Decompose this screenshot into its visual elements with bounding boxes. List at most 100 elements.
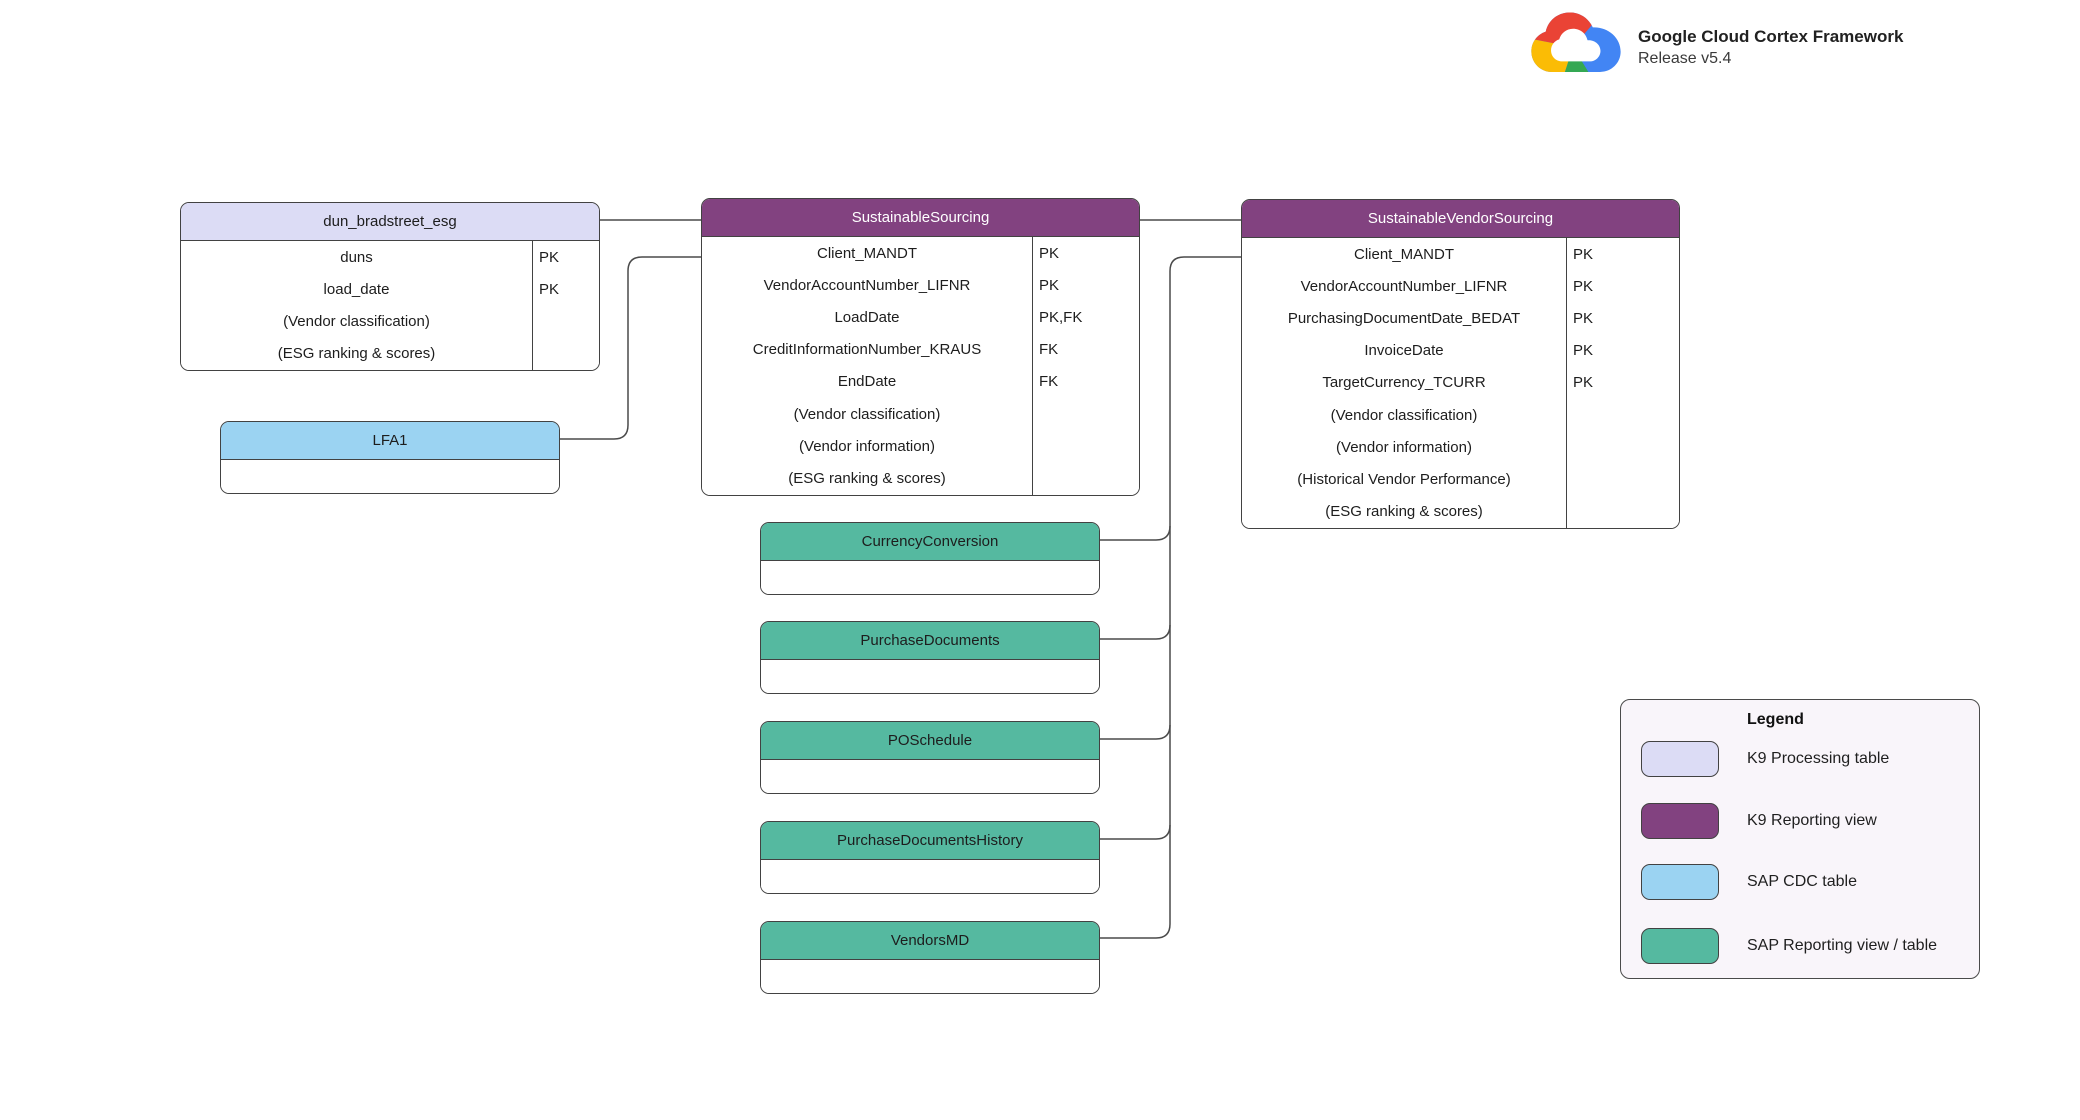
table-row: (Vendor information)	[702, 430, 1139, 463]
field-key: PK	[1566, 334, 1679, 367]
field-name: (ESG ranking & scores)	[1325, 503, 1483, 521]
table-title: PurchaseDocuments	[761, 622, 1099, 660]
field-key	[1032, 462, 1139, 495]
table-title: LFA1	[221, 422, 559, 460]
field-key	[1566, 398, 1679, 432]
field-key: PK	[1032, 269, 1139, 302]
table-lfa1: LFA1	[220, 421, 560, 494]
legend-item: K9 Processing table	[1641, 741, 1889, 777]
table-title: SustainableVendorSourcing	[1242, 200, 1679, 238]
legend-label: SAP Reporting view / table	[1747, 937, 1938, 954]
table-title: POSchedule	[761, 722, 1099, 760]
field-key	[1566, 495, 1679, 528]
field-name: load_date	[323, 280, 390, 298]
field-name: PurchasingDocumentDate_BEDAT	[1287, 309, 1521, 327]
field-name: Client_MANDT	[1353, 245, 1455, 263]
connector-purchasedocumentshistory	[1100, 824, 1171, 840]
field-key	[1566, 431, 1679, 464]
table-title: CurrencyConversion	[761, 523, 1099, 561]
field-key: PK	[1032, 237, 1139, 270]
field-key: FK	[1032, 365, 1139, 398]
table-row: duns PK	[181, 241, 599, 274]
field-name: (ESG ranking & scores)	[277, 345, 436, 363]
table-row: LoadDate PK,FK	[702, 301, 1139, 334]
table-row: (Vendor classification)	[702, 397, 1139, 431]
brand-subtitle: Release v5.4	[1638, 49, 1732, 67]
field-key: PK	[532, 241, 599, 274]
legend-label: SAP CDC table	[1747, 873, 1857, 890]
field-name: LoadDate	[834, 308, 900, 326]
table-row: (Vendor classification)	[1242, 398, 1679, 432]
field-name: (Historical Vendor Performance)	[1297, 470, 1511, 488]
table-body	[761, 561, 1099, 594]
table-title: dun_bradstreet_esg	[181, 203, 599, 241]
connector-poschedule	[1100, 724, 1171, 740]
field-name: VendorAccountNumber_LIFNR	[1300, 277, 1508, 295]
table-row: (Vendor classification)	[181, 305, 599, 338]
field-key	[1032, 430, 1139, 463]
table-title: SustainableSourcing	[702, 199, 1139, 237]
field-name: EndDate	[837, 373, 897, 391]
table-body: Client_MANDT PK VendorAccountNumber_LIFNR P…	[702, 237, 1139, 495]
field-key	[532, 305, 599, 338]
table-row: VendorAccountNumber_LIFNR PK	[702, 269, 1139, 302]
legend-swatch-k9-reporting	[1641, 803, 1719, 839]
table-row: CreditInformationNumber_KRAUS FK	[702, 333, 1139, 366]
field-name: (Vendor information)	[1336, 438, 1472, 456]
field-key: PK	[532, 273, 599, 306]
table-body	[761, 660, 1099, 693]
table-row: (ESG ranking & scores)	[1242, 495, 1679, 528]
connector-purchasedocuments	[1100, 624, 1171, 640]
field-name: TargetCurrency_TCURR	[1322, 374, 1486, 392]
legend-swatch-sap-reporting	[1641, 928, 1719, 964]
table-body	[761, 860, 1099, 893]
legend-swatch-sap-cdc	[1641, 864, 1719, 900]
field-key: PK	[1566, 366, 1679, 399]
field-name: (Vendor classification)	[1330, 406, 1478, 424]
table-row: InvoiceDate PK	[1242, 334, 1679, 367]
table-body: Client_MANDT PK VendorAccountNumber_LIFNR P…	[1242, 238, 1679, 528]
connector-lfa1-to-sustainablesourcing	[560, 256, 701, 440]
field-key: PK	[1566, 238, 1679, 271]
table-row: EndDate FK	[702, 365, 1139, 398]
field-key: PK,FK	[1032, 301, 1139, 334]
field-name: CreditInformationNumber_KRAUS	[752, 341, 982, 359]
legend-title: Legend	[1747, 711, 1804, 728]
table-row: load_date PK	[181, 273, 599, 306]
table-body	[761, 760, 1099, 793]
table-row: (Historical Vendor Performance)	[1242, 463, 1679, 496]
field-key: FK	[1032, 333, 1139, 366]
field-name: (Vendor classification)	[793, 405, 941, 423]
field-key	[1032, 397, 1139, 431]
legend-item: SAP Reporting view / table	[1641, 928, 1937, 964]
field-name: InvoiceDate	[1364, 342, 1444, 360]
table-row: VendorAccountNumber_LIFNR PK	[1242, 270, 1679, 303]
table-row: PurchasingDocumentDate_BEDAT PK	[1242, 302, 1679, 335]
brand-header: Google Cloud Cortex Framework Release v5…	[1528, 8, 1903, 86]
brand-title: Google Cloud Cortex Framework	[1638, 26, 1904, 46]
field-name: (Vendor information)	[799, 437, 935, 455]
table-row: Client_MANDT PK	[1242, 238, 1679, 271]
table-row: Client_MANDT PK	[702, 237, 1139, 270]
legend-label: K9 Reporting view	[1747, 812, 1877, 829]
field-key	[532, 337, 599, 370]
field-name: VendorAccountNumber_LIFNR	[763, 276, 971, 294]
field-key: PK	[1566, 270, 1679, 303]
field-name: Client_MANDT	[816, 244, 918, 262]
legend-label: K9 Processing table	[1747, 750, 1890, 767]
table-body	[761, 960, 1099, 993]
field-key: PK	[1566, 302, 1679, 335]
field-name: (ESG ranking & scores)	[788, 469, 946, 487]
table-purchase-documents: PurchaseDocuments	[760, 621, 1100, 694]
field-name: duns	[340, 248, 373, 266]
table-body	[221, 460, 559, 493]
table-row: (Vendor information)	[1242, 431, 1679, 464]
table-po-schedule: POSchedule	[760, 721, 1100, 794]
table-title: VendorsMD	[761, 922, 1099, 960]
